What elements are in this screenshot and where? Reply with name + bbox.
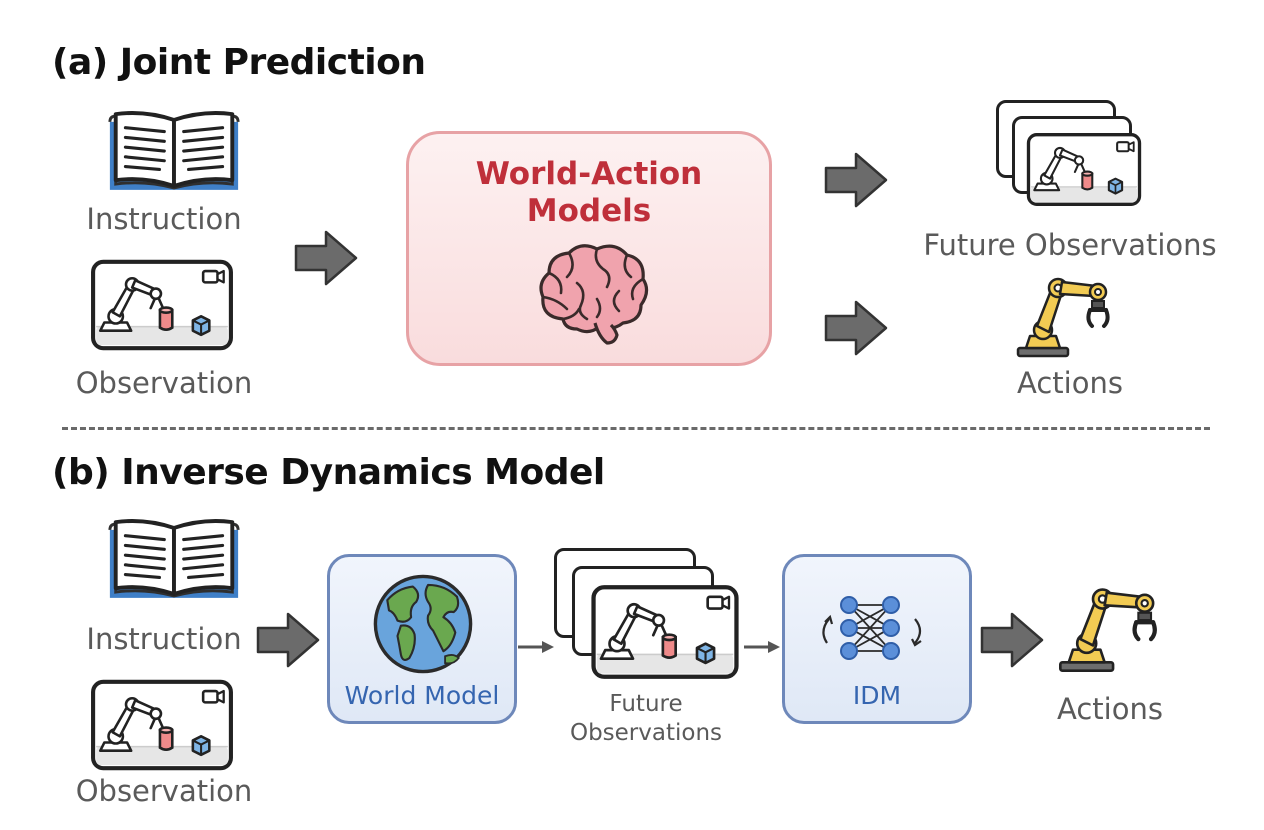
- model-title-line1: World-Action: [475, 156, 703, 192]
- arrow-icon: [518, 641, 554, 653]
- frame-stack-icon: [996, 100, 1146, 210]
- observation-label: Observation: [75, 774, 253, 808]
- world-model-box: World Model: [327, 554, 517, 724]
- instruction-label: Instruction: [86, 202, 242, 236]
- actions-label: Actions: [1017, 366, 1123, 400]
- actions-label: Actions: [1057, 692, 1163, 726]
- book-icon: [106, 516, 242, 604]
- idm-label: IDM: [852, 681, 902, 710]
- section-a-title: (a) Joint Prediction: [52, 42, 426, 83]
- section-divider: [62, 427, 1210, 430]
- world-action-model-box: World-Action Models: [406, 131, 772, 366]
- future-observations-line2: Observations: [569, 720, 723, 746]
- arrow-icon: [294, 230, 358, 286]
- section-b-title: (b) Inverse Dynamics Model: [52, 452, 605, 493]
- instruction-label: Instruction: [86, 622, 242, 656]
- observation-label: Observation: [75, 366, 253, 400]
- arrow-icon: [824, 152, 888, 208]
- model-title-line2: Models: [526, 193, 652, 229]
- frame-stack-icon: [554, 548, 744, 684]
- world-model-label: World Model: [344, 681, 500, 710]
- arrow-icon: [980, 612, 1044, 668]
- robot-arm-icon: [1012, 270, 1122, 360]
- robot-arm-icon: [1054, 580, 1170, 675]
- robot-scene-icon: [90, 258, 234, 352]
- arrow-icon: [824, 300, 888, 356]
- future-observations-label: Future Observations: [923, 228, 1217, 262]
- arrow-icon: [256, 612, 320, 668]
- neural-network-icon: [811, 593, 951, 663]
- future-observations-label: Future Observations: [554, 690, 738, 748]
- globe-icon: [372, 573, 474, 675]
- idm-box: IDM: [782, 554, 972, 724]
- brain-icon: [533, 238, 653, 350]
- arrow-icon: [744, 641, 780, 653]
- future-observations-line1: Future: [609, 691, 683, 717]
- book-icon: [106, 108, 242, 196]
- robot-scene-icon: [90, 678, 234, 772]
